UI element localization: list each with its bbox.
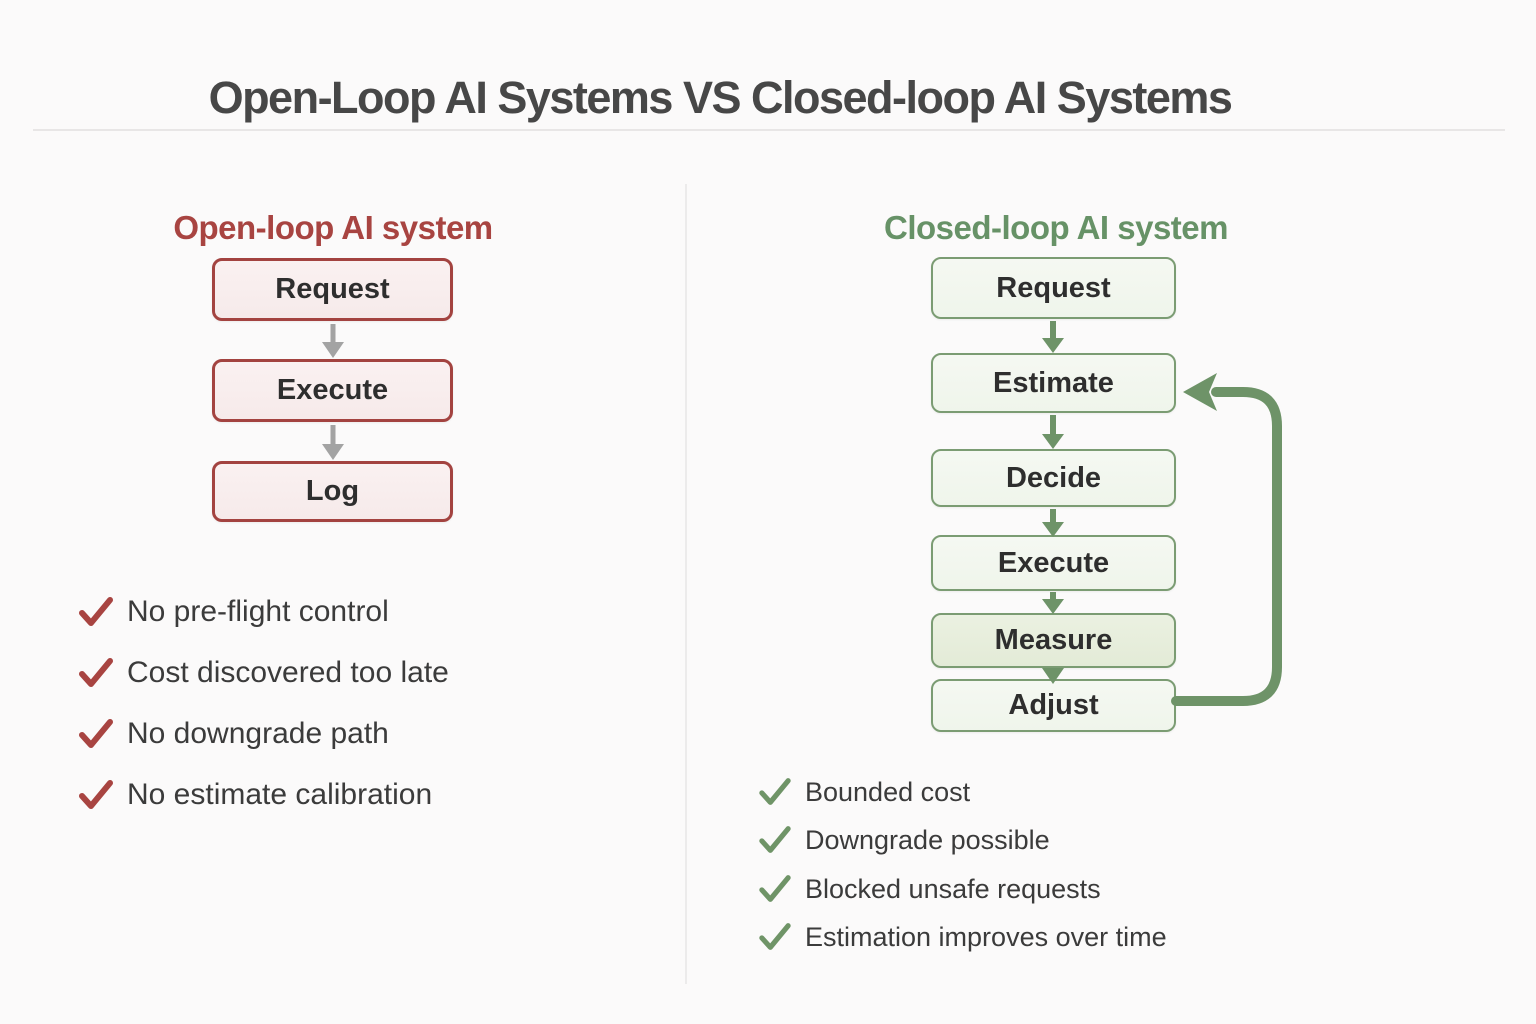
issue-text: No pre-flight control (127, 595, 389, 628)
title-divider (33, 129, 1505, 131)
closed-loop-heading: Closed-loop AI system (883, 209, 1229, 247)
check-icon (759, 875, 791, 902)
check-icon (759, 923, 791, 950)
open-loop-step-log: Log (212, 461, 453, 522)
closed-loop-step-request: Request (931, 257, 1176, 319)
list-item: Blocked unsafe requests (758, 872, 1101, 906)
closed-loop-step-adjust: Adjust (931, 679, 1176, 732)
check-icon (79, 658, 113, 687)
open-loop-step-execute: Execute (212, 359, 453, 422)
list-item: Estimation improves over time (758, 920, 1167, 954)
closed-loop-step-decide: Decide (931, 449, 1176, 507)
issue-text: Cost discovered too late (127, 656, 449, 689)
list-item: Bounded cost (758, 775, 970, 809)
issue-text: No downgrade path (127, 717, 389, 750)
open-loop-step-request: Request (212, 258, 453, 321)
list-item: Downgrade possible (758, 823, 1050, 857)
benefit-text: Blocked unsafe requests (805, 873, 1101, 904)
benefit-text: Downgrade possible (805, 824, 1050, 855)
closed-loop-step-estimate: Estimate (931, 353, 1176, 413)
benefit-text: Bounded cost (805, 776, 971, 807)
list-item: No downgrade path (78, 716, 389, 752)
list-item: No pre-flight control (78, 594, 389, 630)
check-icon (79, 780, 113, 809)
closed-loop-step-execute: Execute (931, 535, 1176, 591)
check-icon (759, 778, 791, 805)
benefit-text: Estimation improves over time (805, 921, 1167, 952)
check-icon (79, 719, 113, 748)
column-divider (685, 184, 687, 984)
page-title: Open-Loop AI Systems VS Closed-loop AI S… (208, 72, 1233, 124)
feedback-loop-arrow (1171, 373, 1282, 706)
open-loop-heading: Open-loop AI system (173, 209, 493, 247)
check-icon (759, 826, 791, 853)
check-icon (79, 597, 113, 626)
closed-loop-step-measure: Measure (931, 613, 1176, 668)
issue-text: No estimate calibration (127, 778, 433, 811)
list-item: No estimate calibration (78, 777, 432, 813)
list-item: Cost discovered too late (78, 655, 449, 691)
